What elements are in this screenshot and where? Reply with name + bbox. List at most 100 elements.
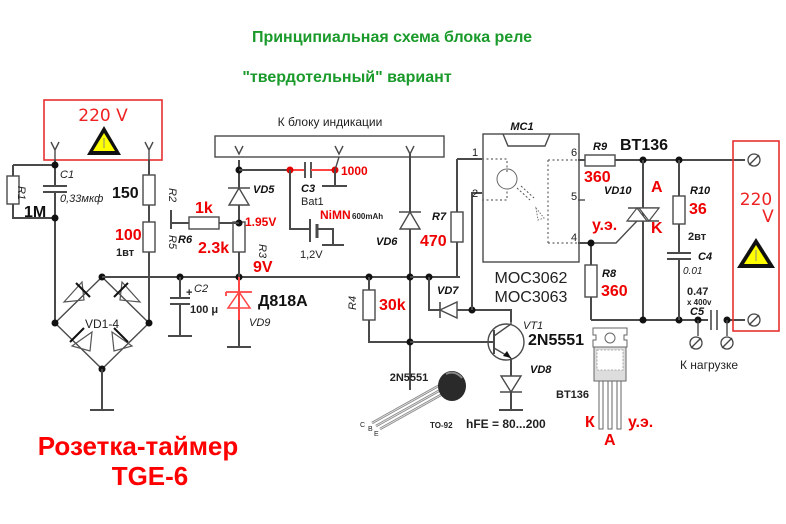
vd5-ref: VD5 <box>253 184 275 196</box>
r3-value: 2.3k <box>198 240 229 257</box>
diode-vd7: VD7 <box>428 192 512 322</box>
r8-ref: R8 <box>602 268 617 280</box>
title-line2: "твердотельный" вариант <box>242 69 451 86</box>
resistor-r8-group: R8 360 <box>578 239 628 320</box>
r3-ref: R3 <box>256 244 268 259</box>
r5-ref: R5 <box>166 235 178 250</box>
r4-ref: R4 <box>347 296 359 310</box>
load-terminal-2-icon[interactable] <box>720 336 734 350</box>
vd7-ref: VD7 <box>437 285 459 297</box>
transistor-vt1: VT1 2N5551 <box>410 320 584 378</box>
diode-vd8: VD8 <box>499 364 552 411</box>
mains-terminal-bottom-icon[interactable] <box>747 313 761 327</box>
optocoupler-mc1: MC1 1 2 4 5 6 MOC3062 MOC3063 <box>472 121 585 306</box>
c5-voltage: x 400v <box>687 298 712 307</box>
node-voltage-195: 1.95V <box>245 215 276 229</box>
r3-r6-vd5-group: R3 2.3k 9V 1.95V R6 1k VD5 <box>170 160 276 277</box>
resistor-r9-group: R9 360 BT136 <box>578 137 745 186</box>
load-label: К нагрузке <box>680 358 738 372</box>
mc1-pin1: 1 <box>472 147 478 159</box>
vd10-anode: A <box>651 179 663 196</box>
resistor-r7 <box>450 211 464 243</box>
indicator-block: К блоку индикации <box>214 115 445 158</box>
to92-part: 2N5551 <box>390 372 429 384</box>
to220-package-illustration: BT136 К А у.э. <box>556 327 653 449</box>
resistor-r4 <box>362 289 376 321</box>
vd10-part: BT136 <box>620 137 668 154</box>
r6-value: 1k <box>195 200 213 217</box>
vt1-value: 2N5551 <box>528 332 584 349</box>
resistor-r7-group: R7 470 <box>410 158 482 281</box>
bat1-ref: Bat1 <box>301 196 324 208</box>
mains-input-label: 220 V <box>78 106 128 126</box>
indicator-label: К блоку индикации <box>278 115 383 129</box>
mains-input-frame <box>43 99 163 161</box>
capacitor-c2: + C2 100 μ <box>168 273 218 337</box>
vd6-ref: VD6 <box>376 236 398 248</box>
r1-c1-group: R1 1M C1 0,33мкф <box>6 160 103 290</box>
resistor-r10 <box>672 195 686 225</box>
vd1-4-ref: VD1-4 <box>85 317 119 331</box>
c4-ref: C4 <box>698 251 712 263</box>
to220-pin-k: К <box>585 414 595 431</box>
resistor-r4-group: R4 30k <box>347 273 414 346</box>
diode-vd6: VD6 <box>376 154 422 390</box>
r10-value: 36 <box>689 201 707 218</box>
resistor-r6 <box>188 216 220 230</box>
c3-value: 1000 <box>341 164 368 178</box>
to220-pin-a: А <box>604 432 616 449</box>
capacitor-c5-group: 0.47 x 400v C5 К нагрузке <box>680 286 738 372</box>
mc1-part1: MOC3062 <box>495 270 568 287</box>
snubber-r10-c4: R10 36 2вт C4 0.01 <box>667 160 712 320</box>
r2-value: 150 <box>112 185 139 202</box>
triac-vd10: VD10 A K у.э. <box>586 160 663 320</box>
r9-value: 360 <box>584 169 611 186</box>
vt1-ref: VT1 <box>523 320 543 332</box>
mc1-part2: MOC3063 <box>495 289 568 306</box>
mains-output-label2: V <box>762 207 774 227</box>
vd9-value: Д818А <box>258 293 308 310</box>
vd10-ref: VD10 <box>604 185 632 197</box>
mc1-pin2: 2 <box>472 188 478 200</box>
mc1-ref: MC1 <box>510 121 533 133</box>
vd8-ref: VD8 <box>530 364 552 376</box>
mains-output-block: 220 V <box>732 140 780 332</box>
zener-vd9: Д818А VD9 <box>225 273 308 348</box>
diode-bridge-vd1-4: VD1-4 <box>51 273 153 411</box>
product-title-line2: TGE-6 <box>112 461 189 491</box>
resistor-r9 <box>584 154 616 167</box>
resistor-r1 <box>6 175 20 205</box>
vd9-ref: VD9 <box>249 317 270 329</box>
mc1-pin5: 5 <box>571 191 577 203</box>
c5-ref: C5 <box>690 306 705 318</box>
node-voltage-9v: 9V <box>253 259 273 276</box>
r10-ref: R10 <box>690 185 711 197</box>
mc1-pin6: 6 <box>571 147 577 159</box>
bat1-voltage: 1,2V <box>300 249 323 261</box>
r5-power: 1вт <box>116 247 135 259</box>
to92-package-illustration: 2N5551 C B E TO-92 hFE = 80...200 <box>360 371 546 438</box>
c4-value: 0.01 <box>683 266 702 277</box>
r7-ref: R7 <box>432 211 447 223</box>
r4-value: 30k <box>379 297 406 314</box>
load-terminal-1-icon[interactable] <box>689 336 703 350</box>
r10-power: 2вт <box>688 231 707 243</box>
resistor-r2 <box>142 174 156 206</box>
resistor-r8 <box>584 264 598 298</box>
title-line1: Принципиальная схема блока реле <box>252 29 532 46</box>
product-title-line1: Розетка-таймер <box>38 431 239 461</box>
mains-output-label1: 220 <box>740 190 772 210</box>
mc1-pin4: 4 <box>571 232 577 244</box>
r1-ref: R1 <box>15 186 27 200</box>
mains-terminal-top-icon[interactable] <box>747 153 761 167</box>
c1-ref: C1 <box>60 169 74 181</box>
vd10-gate: у.э. <box>592 217 617 234</box>
to220-part: BT136 <box>556 389 589 401</box>
r2-ref: R2 <box>166 188 178 202</box>
c2-ref: C2 <box>194 283 208 295</box>
r8-value: 360 <box>601 283 628 300</box>
to92-package: TO-92 <box>430 421 453 430</box>
to92-pin-b: B <box>368 426 373 433</box>
r7-value: 470 <box>420 233 447 250</box>
